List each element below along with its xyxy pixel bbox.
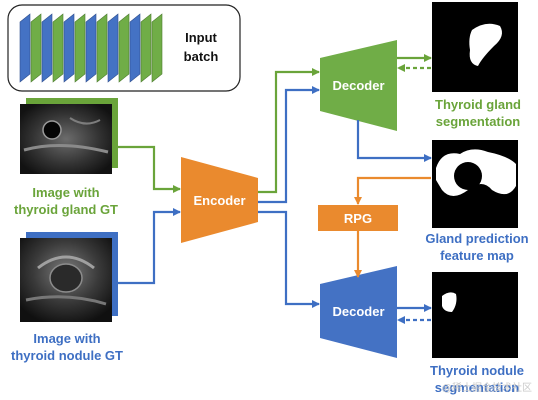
nodule-input-caption: Image with thyroid nodule GT bbox=[0, 330, 134, 364]
gland-input-caption-line2: thyroid gland GT bbox=[14, 202, 118, 217]
green-arrow-encoder-to-decoder bbox=[258, 68, 320, 194]
gland-pred-caption-line2: feature map bbox=[440, 248, 514, 263]
input-batch-label: Input batch bbox=[170, 28, 232, 66]
blue-arrow-encoder-to-bottom-decoder bbox=[258, 210, 320, 308]
nodule-input-caption-line1: Image with bbox=[33, 331, 101, 346]
input-batch-line1: Input bbox=[185, 30, 217, 45]
nodule-seg-caption-line2: segmentation bbox=[434, 380, 520, 395]
gland-seg-caption-line2: segmentation bbox=[435, 114, 521, 129]
nodule-seg-caption: Thyroid nodule segmentation bbox=[416, 362, 538, 396]
rpg-block bbox=[318, 205, 398, 231]
input-batch-legend bbox=[7, 4, 241, 92]
orange-arrow-feature-to-rpg bbox=[354, 176, 431, 205]
blue-arrow-decoder-to-feature-map bbox=[356, 120, 432, 162]
gland-input-caption-line1: Image with bbox=[32, 185, 100, 200]
blue-arrow-encoder-to-top-decoder bbox=[258, 86, 320, 204]
green-arrow-input-to-encoder bbox=[112, 145, 181, 193]
gland-input-image bbox=[20, 98, 118, 174]
gland-seg-mask bbox=[432, 2, 518, 92]
nodule-seg-mask bbox=[432, 272, 518, 358]
gland-seg-caption: Thyroid gland segmentation bbox=[420, 96, 536, 130]
encoder-block bbox=[181, 157, 258, 243]
nodule-seg-caption-line1: Thyroid nodule bbox=[430, 363, 524, 378]
gland-pred-feature-map bbox=[432, 140, 518, 228]
gland-pred-caption: Gland prediction feature map bbox=[416, 230, 538, 264]
gland-input-caption: Image with thyroid gland GT bbox=[0, 184, 132, 218]
blue-arrow-input-to-encoder bbox=[112, 208, 181, 285]
gland-seg-caption-line1: Thyroid gland bbox=[435, 97, 521, 112]
decoder-top-label: Decoder bbox=[332, 78, 385, 93]
rpg-label: RPG bbox=[343, 211, 373, 226]
nodule-input-caption-line2: thyroid nodule GT bbox=[11, 348, 123, 363]
encoder-label: Encoder bbox=[193, 193, 246, 208]
decoder-bottom-block bbox=[320, 266, 397, 358]
nodule-input-image bbox=[20, 232, 118, 322]
input-batch-line2: batch bbox=[183, 49, 219, 64]
decoder-top-block bbox=[320, 40, 397, 131]
watermark-text: @稀土掘金技术社区 bbox=[442, 383, 532, 394]
gland-pred-caption-line1: Gland prediction bbox=[425, 231, 529, 246]
decoder-bottom-label: Decoder bbox=[332, 304, 385, 319]
batch-stack-icon bbox=[19, 13, 163, 83]
